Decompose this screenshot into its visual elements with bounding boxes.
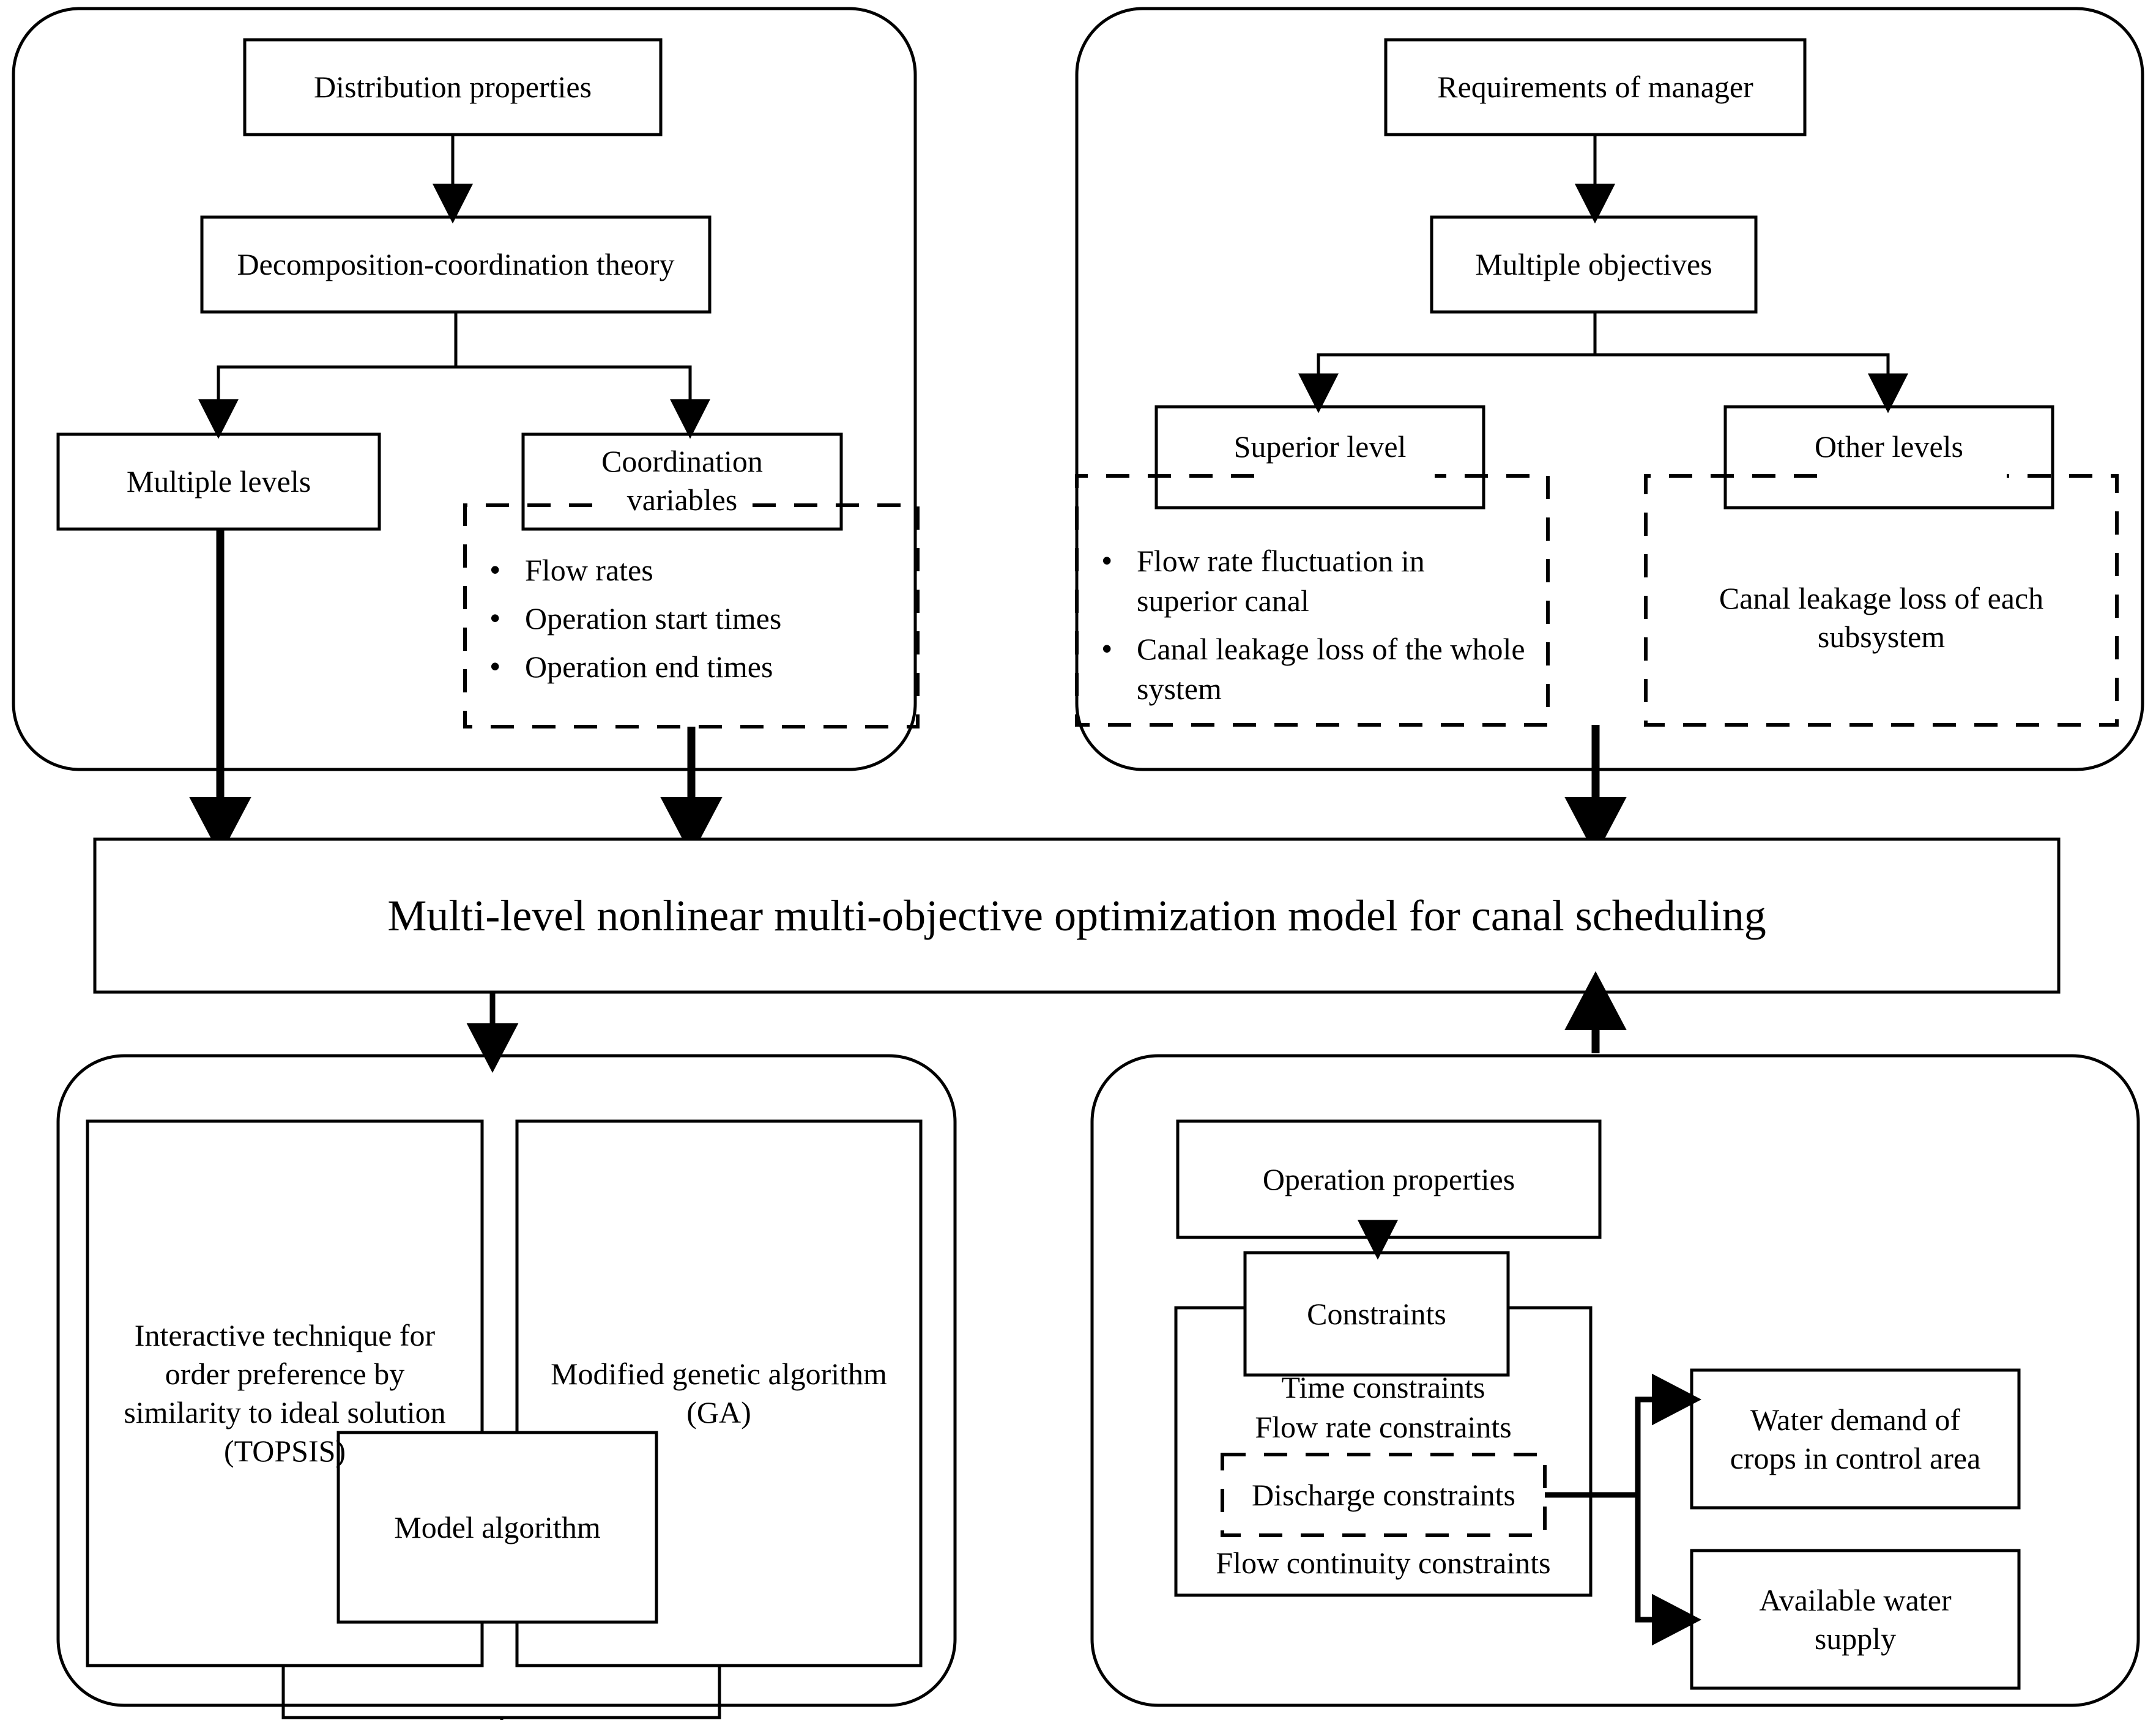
list-item: Flow rates (489, 549, 918, 591)
box-multiple-objectives (1430, 215, 1758, 314)
connector-discharge-branch-lower (1635, 1495, 1701, 1646)
box-model-algorithm (336, 1431, 658, 1624)
list-item: Flow rate fluctuation in superior canal (1101, 540, 1530, 621)
list-item: Operation start times (489, 598, 918, 639)
connector-discharge-branch (1545, 1373, 1701, 1498)
box-other-levels (1723, 405, 2054, 510)
list-item: Operation end times (489, 646, 918, 688)
box-operation-properties (1176, 1119, 1602, 1239)
constraints-container-outline (1174, 1306, 1593, 1597)
box-water-demand (1690, 1368, 2021, 1510)
panel-constraints-border (1090, 1054, 2140, 1707)
box-distribution-properties (243, 38, 663, 136)
panel-theory-border (12, 7, 917, 771)
connector-topsis-merge (281, 1666, 721, 1719)
dashed-coordination-group (463, 503, 920, 728)
box-multiple-levels (56, 432, 381, 531)
box-available-water (1690, 1549, 2021, 1690)
connector-decomposition-split (198, 312, 458, 439)
coordination-variables-list: Flow rates Operation start times Operati… (489, 549, 918, 695)
connector-decomposition-split-right (456, 365, 710, 439)
dashed-other-levels-group (1644, 474, 2119, 727)
box-decomposition-theory (200, 215, 712, 314)
superior-level-list: Flow rate fluctuation in superior canal … (1101, 540, 1530, 717)
box-coordination-variables (521, 432, 843, 531)
connector-objectives-split-right (1595, 353, 1908, 413)
panel-objectives-border (1075, 7, 2144, 771)
dashed-superior-group (1075, 474, 1550, 727)
box-requirements-of-manager (1384, 38, 1807, 136)
dashed-discharge-constraints (1221, 1453, 1547, 1537)
box-constraints (1243, 1251, 1510, 1377)
box-center-banner (93, 837, 2061, 994)
box-superior-level (1154, 405, 1485, 510)
connector-objectives-split-left (1298, 312, 1597, 413)
list-item: Canal leakage loss of the whole system (1101, 628, 1530, 709)
